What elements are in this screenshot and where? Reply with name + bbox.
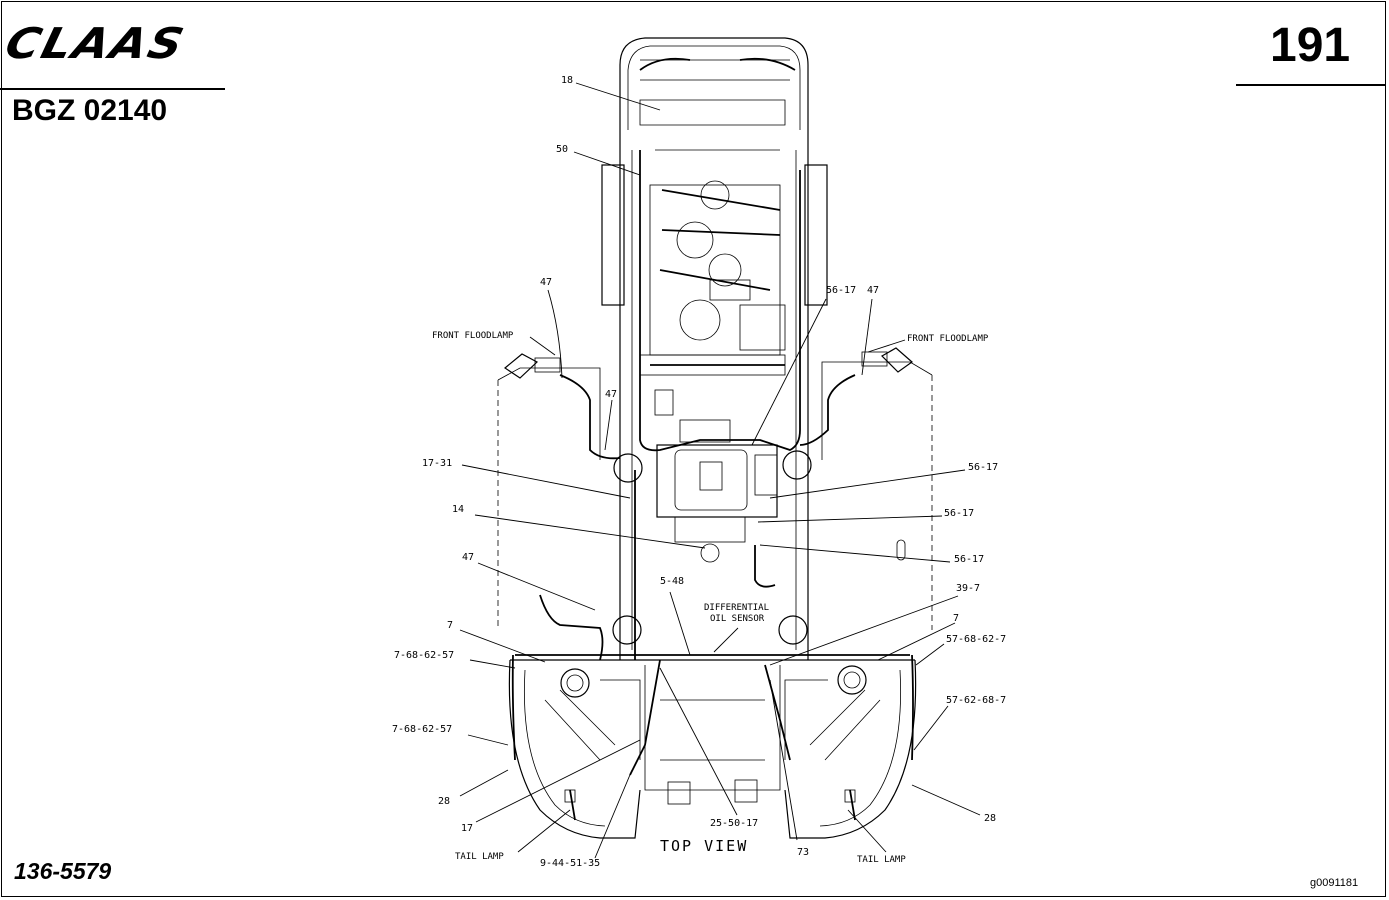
callout-17: 17 [461,823,473,834]
callout-25-50-17: 25-50-17 [710,818,758,829]
callout-labels: 18 50 47 FRONT FLOODLAMP 47 17-31 14 47 … [392,75,1006,869]
callout-28-right: 28 [984,813,996,824]
callout-front-floodlamp-right: FRONT FLOODLAMP [907,334,989,344]
header-rule-right [1236,84,1386,86]
callout-14: 14 [452,504,464,515]
callout-57-68-62-7: 57-68-62-7 [946,634,1006,645]
callout-50: 50 [556,144,568,155]
callout-7-68-62-57-upper: 7-68-62-57 [394,650,454,661]
callout-17-31: 17-31 [422,458,452,469]
callout-56-17-a: 56-17 [968,462,998,473]
callout-7-68-62-57-lower: 7-68-62-57 [392,724,452,735]
callout-18: 18 [561,75,573,86]
callout-47-rear-left: 47 [462,552,474,563]
callout-tail-lamp-right: TAIL LAMP [857,855,906,865]
page-number: 191 [1270,19,1351,72]
callout-7-right: 7 [953,613,959,624]
callout-oil-sensor: OIL SENSOR [710,614,765,624]
view-title: TOP VIEW [660,837,748,855]
callout-39-7: 39-7 [956,583,980,594]
callout-73: 73 [797,847,809,858]
callout-tail-lamp-left: TAIL LAMP [455,852,504,862]
callout-56-17-c: 56-17 [954,554,984,565]
callout-56-17-b: 56-17 [944,508,974,519]
part-number: 136-5579 [14,858,112,884]
callout-7-left: 7 [447,620,453,631]
callout-front-floodlamp-left: FRONT FLOODLAMP [432,331,514,341]
callout-57-62-68-7: 57-62-68-7 [946,695,1006,706]
harness-wires [511,57,914,821]
callout-differential: DIFFERENTIAL [704,603,769,613]
callout-9-44-51-35: 9-44-51-35 [540,858,600,869]
callout-47-front-right: 47 [867,285,879,296]
document-code: BGZ 02140 [12,94,168,127]
callout-5-48: 5-48 [660,576,684,587]
image-code: g0091181 [1310,877,1359,889]
leader-lines [459,82,981,859]
callout-56-17-top: 56-17 [826,285,856,296]
callout-28-left: 28 [438,796,450,807]
callout-47-mid-left: 47 [605,389,617,400]
callout-47-front-left: 47 [540,277,552,288]
header-rule-left [0,88,225,90]
machine-outline [497,37,933,839]
